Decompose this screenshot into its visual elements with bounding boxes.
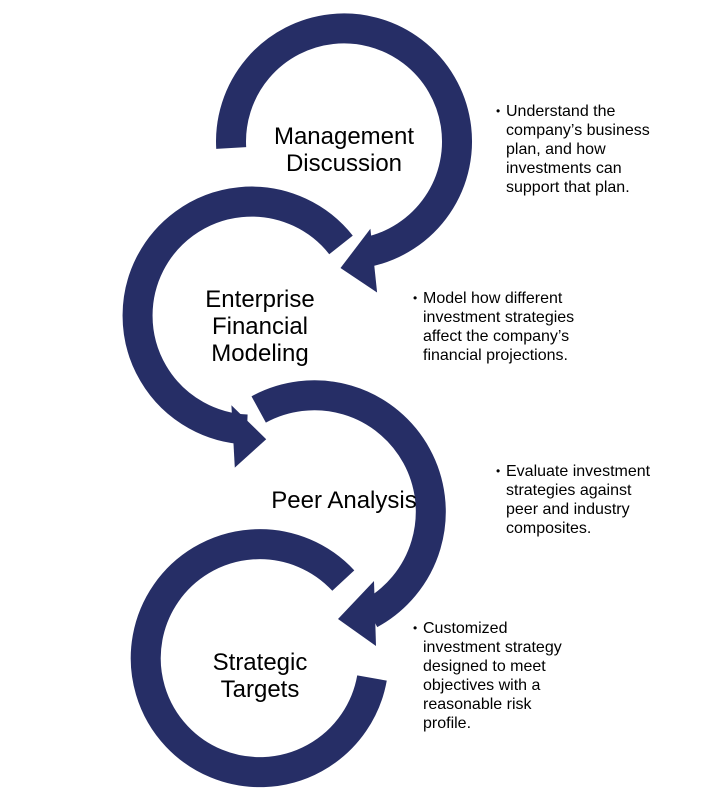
enterprise-ring-arc xyxy=(122,186,353,445)
strategic-targets-bullet: • Customized investment strategy designe… xyxy=(413,619,562,733)
bullet-line: financial projections. xyxy=(423,347,568,364)
bullet-dot: • xyxy=(496,104,501,118)
strategic-targets-title: Strategic Targets xyxy=(178,649,342,703)
management-ring-arrowhead xyxy=(340,228,378,293)
enterprise-financial-modeling-bullet: • Model how different investment strateg… xyxy=(413,289,574,365)
bullet-dot: • xyxy=(413,621,418,635)
bullet-line: profile. xyxy=(423,715,472,732)
bullet-line: Customized xyxy=(423,620,508,637)
bullet-line: strategies against xyxy=(506,482,632,499)
bullet-line: designed to meet xyxy=(423,658,546,675)
title-line: Enterprise xyxy=(205,286,315,313)
bullet-line: investment strategy xyxy=(423,639,562,656)
bullet-line: plan, and how xyxy=(506,141,606,158)
peer-ring-arc xyxy=(251,380,446,628)
title-line: Management xyxy=(273,123,415,150)
bullet-line: Understand the xyxy=(506,103,616,120)
bullet-line: Model how different xyxy=(423,290,563,307)
title-line: Financial xyxy=(211,313,309,340)
bullet-dot: • xyxy=(496,464,501,478)
title-line: Discussion xyxy=(285,150,403,177)
peer-analysis-bullet: • Evaluate investment strategies against… xyxy=(496,462,650,538)
management-discussion-title: Management Discussion xyxy=(250,123,438,177)
bullet-dot: • xyxy=(413,291,418,305)
management-discussion-bullet: • Understand the company’s business plan… xyxy=(496,102,650,197)
bullet-line: support that plan. xyxy=(506,179,630,196)
bullet-line: investment strategies xyxy=(423,309,575,326)
management-ring-arc xyxy=(216,13,472,267)
bullet-line: reasonable risk xyxy=(423,696,532,713)
bullet-line: company’s business xyxy=(506,122,650,139)
bullet-line: objectives with a xyxy=(423,677,541,694)
enterprise-ring-arrowhead xyxy=(231,405,267,468)
bullet-line: Evaluate investment xyxy=(506,463,651,480)
peer-analysis-title: Peer Analysis xyxy=(250,487,438,514)
bullet-line: composites. xyxy=(506,520,592,537)
enterprise-financial-modeling-title: Enterprise Financial Modeling xyxy=(178,286,342,367)
title-line: Strategic xyxy=(212,649,308,676)
title-line: Modeling xyxy=(211,340,309,367)
title-line: Peer Analysis xyxy=(271,487,417,514)
bullet-line: investments can xyxy=(506,160,622,177)
title-line: Targets xyxy=(220,676,300,703)
peer-ring-arrowhead xyxy=(338,581,376,646)
strategic-ring-arc xyxy=(130,529,387,788)
bullet-line: peer and industry xyxy=(506,501,630,518)
bullet-line: affect the company’s xyxy=(423,328,570,345)
